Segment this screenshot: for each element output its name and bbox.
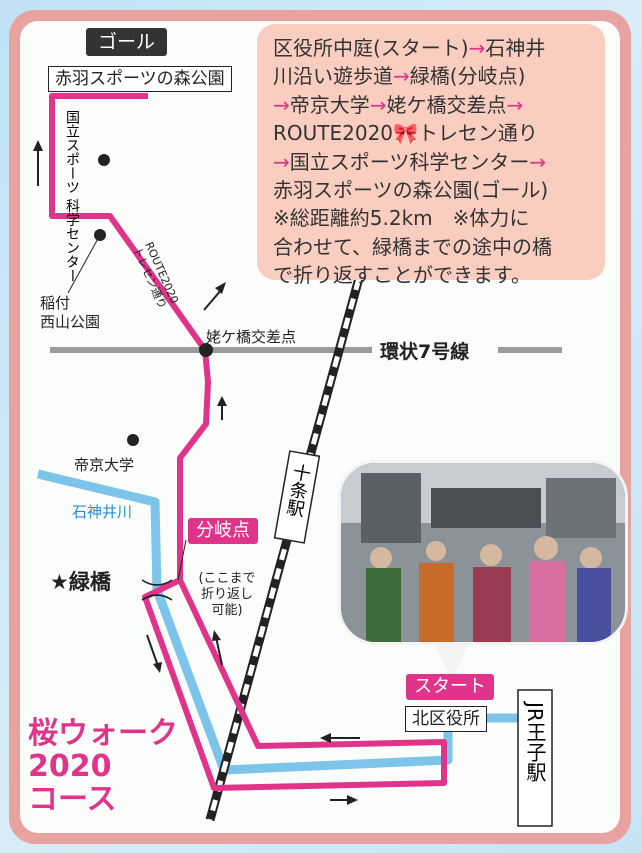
teikyo-dot	[127, 434, 139, 446]
route-description-line: ROUTE2020🎀トレセン通り	[273, 121, 538, 146]
inage-park-leader	[67, 234, 101, 294]
route-description-line: 区役所中庭(スタート)→石神井	[273, 36, 546, 60]
oji-station-box	[517, 689, 553, 827]
inage-park-label-2: 西山公園	[40, 313, 100, 331]
route-description-line: →国立スポーツ科学センター→	[273, 149, 547, 174]
route-description-line: ※総距離約5.2km ※体力に	[273, 206, 530, 231]
photo-pointer	[432, 640, 470, 680]
ubagahashi-intersection-dot	[199, 343, 213, 357]
sports-center-label: 国立スポーツ 科学センター	[64, 110, 80, 283]
start-tag: スタート	[406, 674, 494, 700]
route-description-line: 赤羽スポーツの森公園(ゴール)	[273, 178, 549, 203]
juujou-station	[273, 450, 321, 544]
kanjo7-label: 環状7号線	[380, 340, 469, 363]
arrow-up-icon	[217, 396, 227, 420]
photo-image	[341, 463, 625, 642]
branch-leader	[177, 539, 187, 581]
route-description-line: 川沿い遊歩道→緑橋(分岐点)	[273, 64, 526, 89]
midoribashi-label: ★緑橋	[50, 570, 112, 594]
arrow-up-icon	[33, 140, 43, 186]
route-description-line: 合わせて、緑橋までの途中の橋	[273, 234, 552, 259]
branch-note-3: 可能)	[211, 603, 242, 618]
branch-note-1: (ここまで	[198, 571, 255, 586]
route-description-line: →帝京大学→姥ケ橋交差点→	[273, 92, 524, 117]
teikyo-label: 帝京大学	[74, 456, 134, 474]
arrow-right-icon	[330, 795, 358, 805]
course-title-line3: コース	[28, 782, 117, 817]
route-description-box: 区役所中庭(スタート)→石神井川沿い遊歩道→緑橋(分岐点) →帝京大学→姥ケ橋交差…	[257, 24, 605, 287]
direction-arrows	[33, 140, 360, 805]
course-title-line1: 桜ウォーク	[28, 716, 178, 751]
sports-center-dot	[98, 154, 110, 166]
event-photo	[338, 460, 628, 645]
arrow-up-icon	[203, 282, 226, 311]
shakujii-river-label: 石神井川	[72, 503, 132, 521]
ubagahashi-label: 姥ケ橋交差点	[206, 328, 296, 346]
goal-tag: ゴール	[86, 28, 168, 56]
course-title-line2: 2020	[28, 749, 112, 784]
route-description-line: で折り返すことができます。	[273, 263, 531, 288]
branch-note-2: 折り返し	[201, 587, 253, 602]
inage-park-label-1: 稲付	[40, 294, 70, 312]
start-place: 北区役所	[405, 706, 487, 732]
oji-station-label: JR王子駅	[523, 702, 547, 782]
arrow-left-icon	[320, 733, 360, 743]
arrow-down-icon	[146, 634, 162, 673]
arrow-up-icon	[212, 630, 223, 666]
course-title: 桜ウォーク 2020 コース	[28, 717, 178, 816]
goal-place: 赤羽スポーツの森公園	[48, 66, 232, 92]
branch-tag: 分岐点	[188, 518, 258, 544]
walking-route	[49, 93, 447, 791]
midoribashi-bridge-mark	[141, 579, 173, 601]
